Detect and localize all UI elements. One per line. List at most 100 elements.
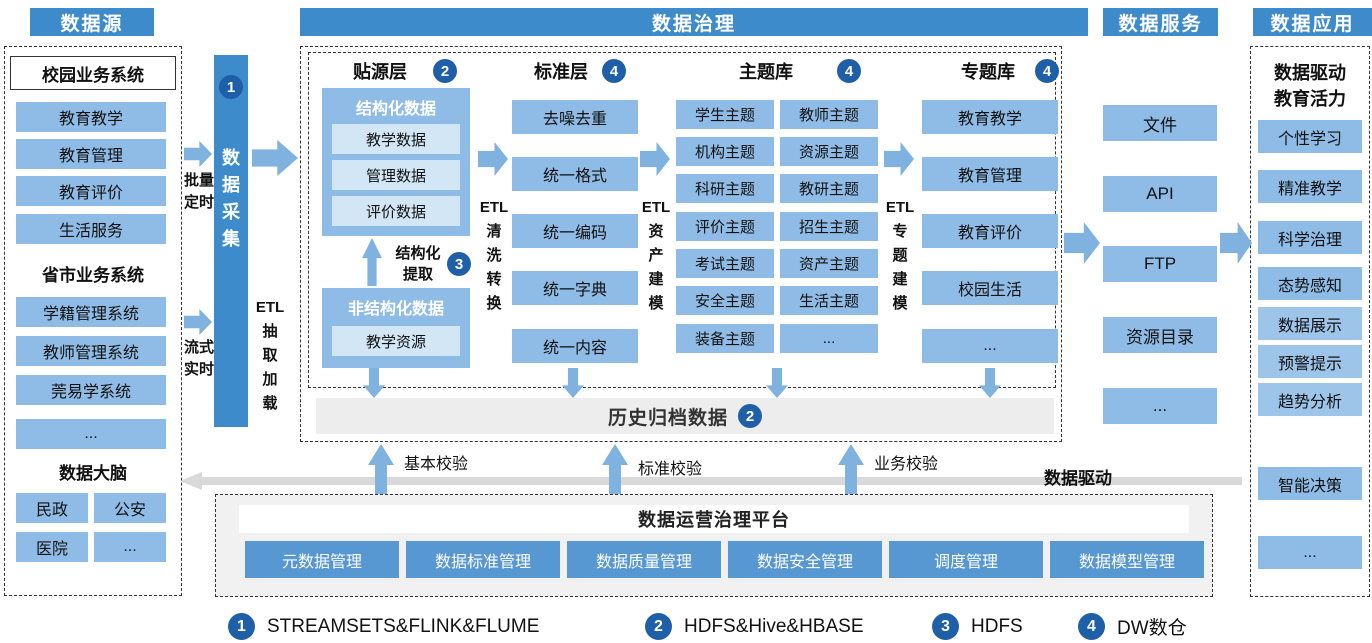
arrow-governance-to-service — [1064, 222, 1100, 264]
legend-label: HDFS — [971, 615, 1023, 637]
theme-item: 资产主题 — [780, 249, 878, 278]
brain-item: ... — [94, 532, 166, 562]
etl-line: 加 — [262, 371, 278, 388]
source-layer-label: 贴源层 — [353, 62, 407, 82]
theme-item: 科研主题 — [676, 174, 774, 203]
unstructured-item: 教学资源 — [332, 326, 460, 356]
special-item: 教育教学 — [922, 100, 1058, 134]
application-item: 态势感知 — [1258, 267, 1362, 300]
extract-line: 结构化 — [395, 245, 441, 262]
etl-line: ETL — [885, 199, 915, 216]
application-item: 智能决策 — [1258, 467, 1362, 500]
campus-item: 教育评价 — [16, 176, 166, 206]
special-layer-title: 专题库 4 — [940, 57, 1080, 85]
header-data-application: 数据应用 — [1253, 8, 1372, 36]
archive-label: 历史归档数据 — [607, 407, 728, 429]
application-title-line: 教育活力 — [1274, 89, 1346, 109]
batch-line: 定时 — [183, 194, 214, 211]
header-data-service: 数据服务 — [1103, 8, 1218, 36]
legend-badge-3: 3 — [932, 613, 959, 640]
structured-extract-label: 结构化 提取 — [388, 243, 448, 285]
structured-item: 教学数据 — [332, 124, 460, 154]
legend-label: DW数仓 — [1117, 618, 1187, 639]
theme-item: 评价主题 — [676, 212, 774, 241]
application-item: 精准教学 — [1258, 170, 1362, 203]
etl-line: 专 — [892, 223, 908, 240]
etl-special-model-label: ETL 专 题 建 模 — [885, 196, 915, 316]
etl-line: 换 — [486, 295, 502, 312]
etl-line: 建 — [892, 271, 908, 288]
badge-4: 4 — [1035, 59, 1059, 83]
standard-item: 统一字典 — [512, 271, 638, 305]
source-layer-title: 贴源层 2 — [330, 57, 480, 85]
etl-line: 清 — [486, 223, 502, 240]
business-check-label: 业务校验 — [874, 456, 939, 473]
etl-line: 洗 — [486, 247, 502, 264]
unstructured-data-container: 非结构化数据 教学资源 — [322, 288, 470, 368]
platform-item: 元数据管理 — [245, 541, 399, 578]
basic-check-label: 基本校验 — [404, 456, 469, 473]
service-item: API — [1103, 176, 1217, 212]
application-subitem: 趋势分析 — [1258, 383, 1362, 416]
etl-line: 载 — [262, 395, 278, 412]
etl-line: 抽 — [262, 323, 278, 340]
badge-2: 2 — [738, 404, 762, 428]
platform-item: 数据安全管理 — [728, 541, 882, 578]
platform-item: 调度管理 — [889, 541, 1043, 578]
service-item: ... — [1103, 388, 1217, 424]
theme-item: 生活主题 — [780, 286, 878, 315]
theme-item: 教师主题 — [780, 100, 878, 129]
brain-item: 医院 — [16, 532, 88, 562]
special-layer-label: 专题库 — [961, 62, 1015, 82]
provincial-item: 莞易学系统 — [16, 375, 166, 405]
stream-line: 实时 — [183, 361, 214, 378]
standard-layer-label: 标准层 — [534, 62, 588, 82]
standard-item: 统一内容 — [512, 329, 638, 363]
arrow-basic-check — [368, 444, 394, 494]
special-item: 校园生活 — [922, 271, 1058, 305]
legend-item: 3 HDFS — [932, 613, 1023, 640]
archive-bar: 历史归档数据 2 — [316, 398, 1054, 434]
structured-item: 管理数据 — [332, 160, 460, 190]
standard-layer-title: 标准层 4 — [520, 57, 640, 85]
standard-item: 去噪去重 — [512, 100, 638, 134]
brain-item: 公安 — [94, 493, 166, 523]
theme-item: 资源主题 — [780, 137, 878, 166]
campus-item: 教育教学 — [16, 102, 166, 132]
data-brain-title: 数据大脑 — [59, 463, 127, 483]
legend-badge-2: 2 — [645, 613, 672, 640]
badge-4: 4 — [837, 59, 861, 83]
data-collection-label: 数据采集 — [222, 148, 240, 249]
etl-line: 模 — [892, 295, 908, 312]
arrow-service-to-application — [1220, 222, 1252, 264]
platform-title: 数据运营治理平台 — [239, 505, 1189, 533]
arrow-provincial-to-collection — [184, 309, 212, 335]
extract-line: 提取 — [402, 266, 433, 283]
theme-item: 机构主题 — [676, 137, 774, 166]
application-title: 数据驱动 教育活力 — [1254, 60, 1366, 112]
stream-realtime-label: 流式 实时 — [182, 337, 216, 381]
provincial-systems-title: 省市业务系统 — [42, 265, 144, 285]
service-item: FTP — [1103, 246, 1217, 282]
theme-item: 学生主题 — [676, 100, 774, 129]
theme-item: 教研主题 — [780, 174, 878, 203]
theme-item: 招生主题 — [780, 212, 878, 241]
special-item: 教育管理 — [922, 157, 1058, 191]
standard-item: 统一格式 — [512, 157, 638, 191]
campus-item: 生活服务 — [16, 214, 166, 244]
theme-layer-title: 主题库 4 — [700, 57, 900, 85]
application-item: ... — [1258, 536, 1362, 569]
legend-badge-4: 4 — [1078, 613, 1105, 640]
theme-item: ... — [780, 324, 878, 353]
etl-asset-model-label: ETL 资 产 建 模 — [641, 196, 671, 316]
badge-2: 2 — [433, 59, 457, 83]
etl-line: ETL — [255, 299, 285, 316]
structured-data-container: 结构化数据 教学数据 管理数据 评价数据 — [322, 88, 470, 236]
arrow-collection-to-governance — [252, 140, 298, 176]
theme-item: 考试主题 — [676, 249, 774, 278]
theme-item: 装备主题 — [676, 324, 774, 353]
application-subitem: 数据展示 — [1258, 307, 1362, 340]
campus-item: 教育管理 — [16, 139, 166, 169]
badge-4: 4 — [602, 59, 626, 83]
